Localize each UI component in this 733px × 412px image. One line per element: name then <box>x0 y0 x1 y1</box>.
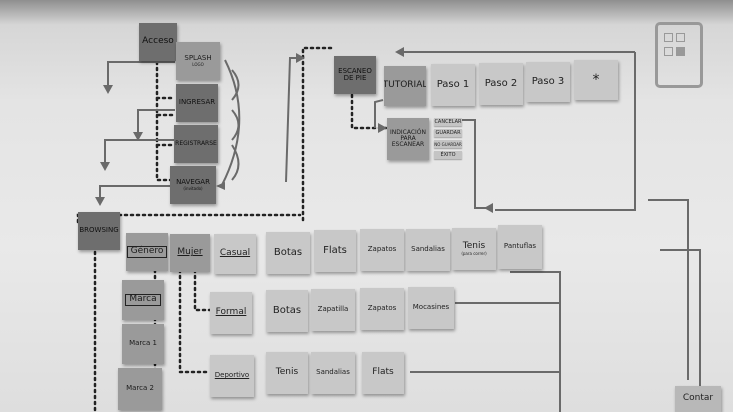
genero-note[interactable]: Género <box>126 233 168 271</box>
browsing-note[interactable]: BROWSING <box>78 212 120 250</box>
mujer-note[interactable]: Mujer <box>170 234 210 272</box>
mocasines-note[interactable]: Mocasines <box>408 287 454 329</box>
navegar-note[interactable]: NAVEGAR(invitado) <box>170 166 216 204</box>
zapatos-casual-note[interactable]: Zapatos <box>360 229 404 271</box>
deportivo-note[interactable]: Deportivo <box>210 355 254 397</box>
zapatilla-note[interactable]: Zapatilla <box>311 289 355 331</box>
phone-app-icon <box>655 22 703 88</box>
dotted-navegar-escaneo <box>301 46 337 222</box>
marca1-note[interactable]: Marca 1 <box>122 324 164 364</box>
tenis-casual-note[interactable]: Tenis(para correr) <box>452 228 496 270</box>
registrarse-note[interactable]: REGISTRARSE <box>174 125 218 163</box>
zapatos-formal-note[interactable]: Zapatos <box>360 288 404 330</box>
exito-tag[interactable]: ÉXITO <box>434 151 462 159</box>
casual-note[interactable]: Casual <box>214 234 256 274</box>
asterisk-note[interactable]: * <box>574 60 618 100</box>
flats-casual-note[interactable]: Flats <box>314 230 356 272</box>
guardar-tag[interactable]: GUARDAR <box>434 129 462 137</box>
sandalias-casual-note[interactable]: Sandalias <box>406 229 450 271</box>
botas-casual-note[interactable]: Botas <box>266 232 310 274</box>
marca-note[interactable]: Marca <box>122 280 164 320</box>
indicacion-note[interactable]: INDICACIÓN PARA ESCANEAR <box>387 118 429 160</box>
pantuflas-note[interactable]: Pantuflas <box>498 225 542 269</box>
acceso-note[interactable]: Acceso <box>139 23 177 61</box>
tenis-deportivo-note[interactable]: Tenis <box>266 352 308 394</box>
flats-deportivo-note[interactable]: Flats <box>362 352 404 394</box>
tutorial-note[interactable]: TUTORIAL <box>384 66 426 106</box>
cancelar-tag[interactable]: CANCELAR <box>434 118 462 126</box>
dotted-acceso-ingresar <box>155 60 177 117</box>
botas-formal-note[interactable]: Botas <box>266 290 308 332</box>
formal-note[interactable]: Formal <box>210 292 252 334</box>
paso2-note[interactable]: Paso 2 <box>479 63 523 105</box>
paso3-note[interactable]: Paso 3 <box>526 62 570 102</box>
paso1-note[interactable]: Paso 1 <box>431 64 475 106</box>
escaneo-note[interactable]: ESCANEO DE PIE <box>334 56 376 94</box>
marca2-note[interactable]: Marca 2 <box>118 368 162 410</box>
ingresar-note[interactable]: INGRESAR <box>176 84 218 122</box>
sandalias-deportivo-note[interactable]: Sandalias <box>311 352 355 394</box>
no-guardar-tag[interactable]: NO GUARDAR <box>434 140 462 148</box>
contar-note[interactable]: Contar <box>675 386 721 412</box>
